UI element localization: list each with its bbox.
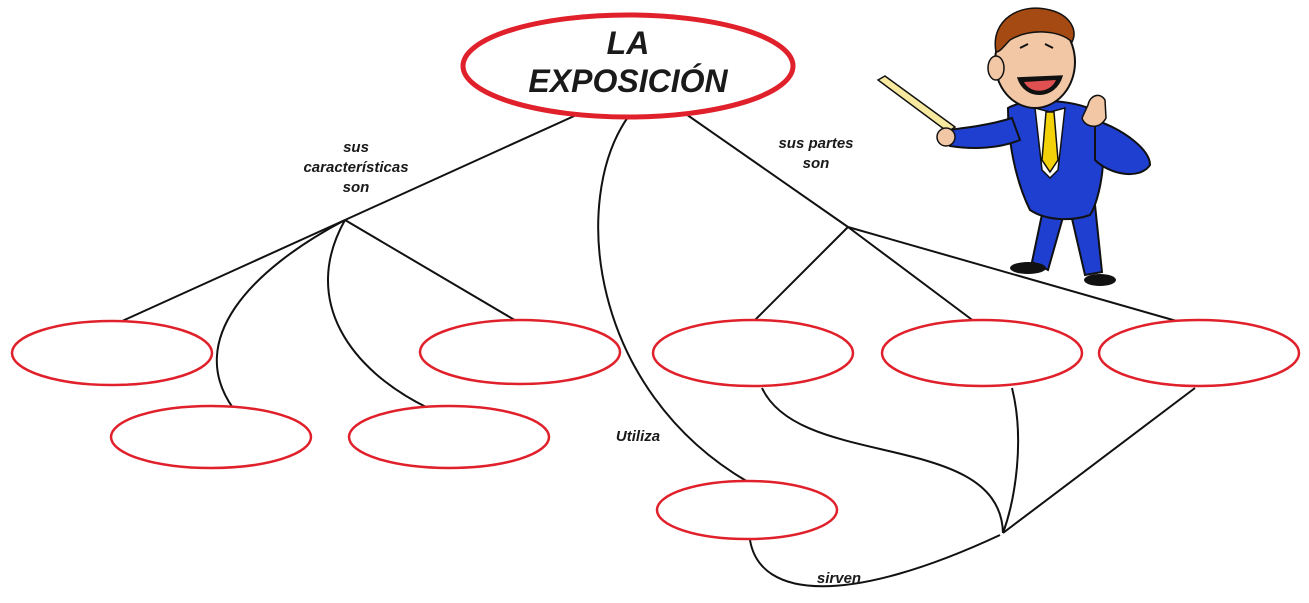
connector-lines <box>119 111 1196 588</box>
connector-utiliza <box>597 116 749 483</box>
presenter-tongue <box>1024 80 1056 91</box>
connector-car-4 <box>327 219 429 409</box>
connector-main-caracteristicas <box>344 111 584 221</box>
main-node-title-line1: LA <box>607 25 650 61</box>
connector-part-3 <box>847 226 1181 323</box>
connector-car-2 <box>215 219 346 409</box>
edge-labels: sus características son sus partes son U… <box>303 135 861 587</box>
label-caracteristicas-3: son <box>343 179 370 196</box>
presenter-eye-right <box>1044 43 1054 49</box>
parte-node-1[interactable] <box>651 318 855 388</box>
presenter-eye-left <box>1019 43 1029 49</box>
presenter-left-shoe <box>1010 262 1046 274</box>
presenter-ear <box>987 55 1005 81</box>
label-caracteristicas-2: características <box>303 159 408 176</box>
label-sirven: sirven <box>817 570 861 587</box>
parte-node-2[interactable] <box>880 318 1084 388</box>
caracteristica-node-2[interactable] <box>109 404 313 470</box>
label-partes-2: son <box>803 155 830 172</box>
connector-sirven <box>749 534 1001 588</box>
caracteristica-node-1[interactable] <box>10 319 214 387</box>
label-utiliza: Utiliza <box>616 428 660 445</box>
connector-part3-sirven <box>1002 387 1196 534</box>
thumbs-up-icon <box>1081 94 1107 127</box>
connector-part1-sirven <box>761 387 1004 534</box>
caracteristica-node-3[interactable] <box>418 318 622 386</box>
recurso-node[interactable] <box>655 479 839 541</box>
connector-part-1 <box>752 226 849 323</box>
presenter-left-hand <box>936 127 956 147</box>
parte-node-3[interactable] <box>1097 318 1301 388</box>
connector-part2-sirven <box>1002 387 1020 534</box>
main-node-ellipse <box>460 12 796 120</box>
connector-car-1 <box>119 219 346 323</box>
main-node-title-line2: EXPOSICIÓN <box>528 63 728 99</box>
connector-main-partes <box>682 111 849 228</box>
connector-part-2 <box>847 226 976 323</box>
label-caracteristicas-1: sus <box>343 139 369 156</box>
label-partes-1: sus partes <box>778 135 853 152</box>
pointer-icon <box>876 75 957 133</box>
presenter-illustration <box>876 7 1152 286</box>
caracteristica-node-4[interactable] <box>347 404 551 470</box>
main-node: LA EXPOSICIÓN <box>460 12 796 120</box>
caracteristicas-nodes <box>10 318 622 470</box>
connector-car-3 <box>344 219 519 323</box>
partes-nodes <box>651 318 1301 388</box>
presenter-right-shoe <box>1084 274 1116 286</box>
presenter-right-arm <box>1094 118 1152 176</box>
presenter-tie <box>1041 111 1059 174</box>
presenter-hair <box>994 7 1075 53</box>
presenter-pointing-arm <box>946 116 1022 149</box>
